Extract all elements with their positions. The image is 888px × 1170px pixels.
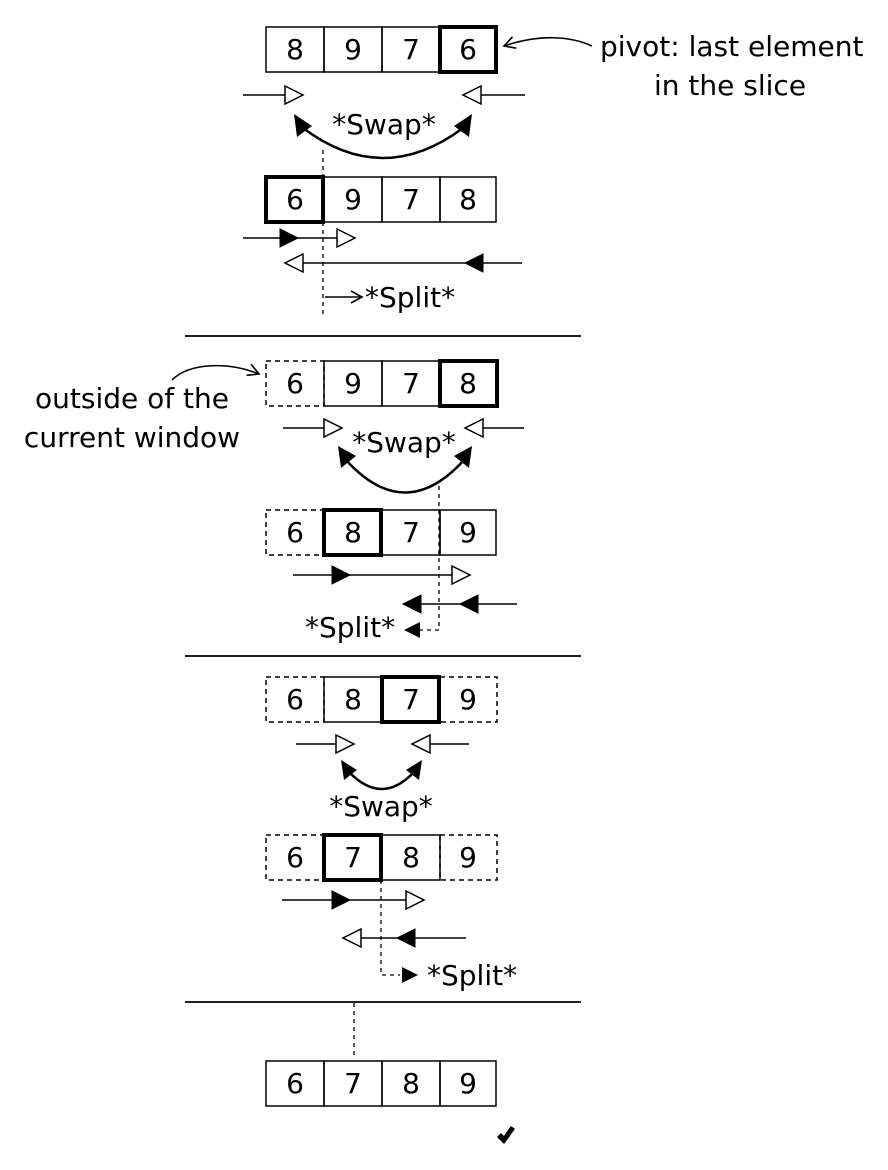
- outside-window-annotation-line2: current window: [24, 421, 240, 454]
- array-row-1: 8 9 7 6: [265, 25, 498, 74]
- pivot-cell-box: [380, 675, 441, 724]
- array-row-2: 6 9 7 8: [264, 175, 497, 224]
- swap-arc: [302, 126, 464, 160]
- cell-value: 6: [286, 683, 304, 716]
- cell-value: 9: [344, 367, 362, 400]
- swap-arrowhead-left: [341, 760, 357, 780]
- cell-value: 8: [286, 33, 304, 66]
- pivot-annotation-line1: pivot: last element: [600, 30, 863, 63]
- split-arrowhead: [402, 967, 418, 983]
- cell-value: 7: [402, 183, 420, 216]
- cell-value: 6: [286, 1067, 304, 1100]
- pivot-cell-box: [322, 508, 383, 557]
- cell-value: 7: [402, 367, 420, 400]
- cell-value: 9: [344, 33, 362, 66]
- cell-value: 6: [286, 367, 304, 400]
- cell-value: 7: [344, 841, 362, 874]
- cell-value: 9: [459, 683, 477, 716]
- cell-value: 8: [344, 683, 362, 716]
- cell-value: 9: [344, 183, 362, 216]
- cell-box: [439, 509, 497, 556]
- cell-value: 6: [286, 841, 304, 874]
- cell-value: 6: [286, 516, 304, 549]
- cell-value: 8: [459, 367, 477, 400]
- outside-window-cell-box: [439, 676, 498, 723]
- cell-box: [439, 176, 497, 223]
- pivot-cell-box: [264, 175, 325, 224]
- check-mark-icon: [497, 1126, 515, 1144]
- outside-window-annotation-line1: outside of the: [35, 382, 229, 415]
- pivot-annotation-line2: in the slice: [654, 69, 806, 102]
- cell-value: 7: [402, 33, 420, 66]
- cell-value: 8: [402, 1067, 420, 1100]
- outside-window-cell-box: [265, 834, 325, 881]
- split-arrowhead: [404, 622, 420, 638]
- pivot-cell-box: [438, 25, 498, 74]
- cell-value: 6: [459, 33, 477, 66]
- split-label: *Split*: [427, 959, 517, 992]
- cell-value: 9: [459, 841, 477, 874]
- array-row-final: 6 7 8 9: [265, 1060, 497, 1107]
- cell-value: 8: [459, 183, 477, 216]
- cell-value: 7: [402, 516, 420, 549]
- outside-window-callout-arrow: [171, 363, 261, 381]
- swap-arrowhead-right: [406, 760, 422, 780]
- swap-arc: [348, 771, 415, 791]
- cell-value: 8: [344, 516, 362, 549]
- swap-arrowhead-left: [294, 114, 312, 137]
- split-position-guide: [380, 880, 400, 976]
- swap-label: *Swap*: [332, 108, 436, 141]
- swap-arrowhead-right: [454, 114, 472, 137]
- array-row-4: 6 8 7 9: [265, 508, 497, 557]
- pivot-cell-box: [438, 359, 499, 408]
- pivot-cell-box: [322, 833, 383, 882]
- swap-arrowhead-left: [338, 446, 356, 468]
- pivot-callout-arrow: [502, 36, 593, 50]
- array-row-5: 6 8 7 9: [265, 675, 498, 724]
- cell-value: 7: [344, 1067, 362, 1100]
- cell-value: 6: [286, 183, 304, 216]
- outside-window-cell-box: [439, 834, 498, 881]
- swap-arc: [345, 459, 465, 494]
- outside-window-cell-box: [265, 676, 325, 723]
- outside-window-cell-box: [265, 360, 325, 407]
- array-row-6: 6 7 8 9: [265, 833, 498, 882]
- split-label: *Split*: [305, 611, 395, 644]
- swap-label: *Swap*: [352, 426, 456, 459]
- swap-label: *Swap*: [329, 790, 433, 823]
- cell-box: [439, 1060, 497, 1107]
- split-label: *Split*: [365, 281, 455, 314]
- cell-value: 9: [459, 1067, 477, 1100]
- outside-window-cell-box: [265, 509, 325, 556]
- cell-value: 8: [402, 841, 420, 874]
- cell-value: 7: [402, 683, 420, 716]
- array-row-3: 6 9 7 8: [265, 359, 499, 408]
- swap-arrowhead-right: [454, 446, 472, 468]
- cell-value: 9: [459, 516, 477, 549]
